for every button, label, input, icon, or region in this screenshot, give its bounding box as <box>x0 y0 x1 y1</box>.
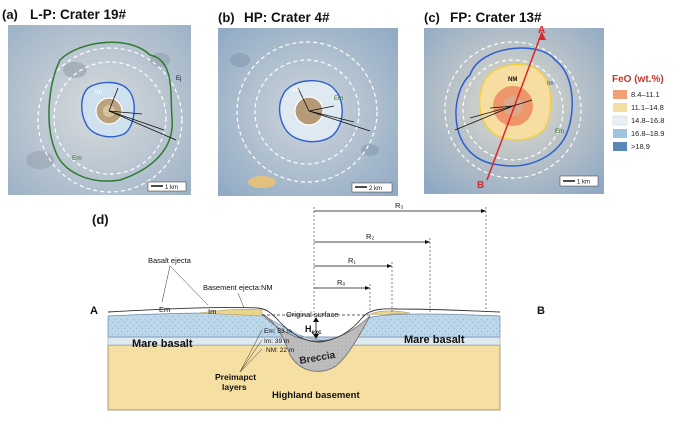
radius-r0: R₀ <box>337 278 346 287</box>
end-label-a: A <box>90 305 98 317</box>
panel-c-scale-label: 1 km <box>577 180 590 186</box>
legend-item-2: 11.1–14.8 <box>613 103 664 112</box>
basement-ejecta-label: Basement ejecta:NM <box>203 283 273 292</box>
panel-c-title: FP: Crater 13# <box>450 10 542 25</box>
panel-a-title: L-P: Crater 19# <box>30 7 127 22</box>
panel-a-ej-contour <box>48 41 173 182</box>
panel-b-unit-im: Im <box>292 87 299 94</box>
panel-a-ring-mid <box>53 61 167 175</box>
legend-item-4: 16.8–18.9 <box>613 129 664 138</box>
mare-basalt-right-label: Mare basalt <box>404 334 465 346</box>
panel-c-im-contour <box>455 47 573 167</box>
panel-c-unit-nm: NM <box>508 77 517 83</box>
panel-a: (a) L-P: Crater 19# Ej Im Em 1 km <box>2 7 191 195</box>
panel-a-letter: (a) <box>2 7 18 22</box>
panel-b: (b) HP: Crater 4# Im Em 2 km <box>218 10 398 196</box>
panel-b-title: HP: Crater 4# <box>244 10 330 25</box>
hexc-label: Hexc <box>305 324 322 336</box>
cross-section: (d) Hexc R₃ <box>90 201 545 411</box>
panel-b-ring-mid <box>254 59 360 165</box>
original-surface-label: Original surface <box>286 310 339 319</box>
svg-text:14.8–16.8: 14.8–16.8 <box>631 116 664 125</box>
end-label-b: B <box>537 305 545 317</box>
legend-item-5: >18.9 <box>613 142 650 151</box>
crater-surface-line <box>107 306 501 343</box>
panel-b-ring-outer <box>236 41 378 183</box>
panel-c-ring-mid <box>462 59 564 161</box>
depth-em-label: Em: 53 m <box>264 328 292 335</box>
panel-b-unit-em: Em <box>334 96 343 102</box>
panel-b-letter: (b) <box>218 10 235 25</box>
highland-basement-label: Highland basement <box>272 390 360 401</box>
panel-c-unit-em: Em <box>555 129 564 135</box>
panel-a-unit-em: Em <box>72 155 82 162</box>
im-label: Im <box>208 307 216 316</box>
panel-c-unit-im: Im <box>547 81 554 87</box>
panel-a-scalebar <box>147 181 187 192</box>
preimpact-label-2: layers <box>222 382 247 392</box>
basalt-ejecta-label: Basalt ejecta <box>148 256 192 265</box>
radius-r3: R₃ <box>395 201 403 210</box>
panel-b-scale-label: 2 km <box>369 186 382 192</box>
panel-a-ring-outer <box>37 47 183 193</box>
panel-d-letter: (d) <box>92 212 109 227</box>
legend-item-3: 14.8–16.8 <box>612 115 664 126</box>
panel-a-unit-ej: Ej <box>176 76 181 82</box>
panel-c: (c) FP: Crater 13# A B NM Im Em 1 km <box>424 10 604 194</box>
depth-nm-label: NM: 22 m <box>266 347 294 354</box>
radius-r2: R₂ <box>366 232 374 241</box>
panel-c-profile-line <box>486 31 543 181</box>
svg-text:8.4–11.1: 8.4–11.1 <box>631 90 660 99</box>
panel-c-end-a: A <box>538 25 545 36</box>
panel-c-letter: (c) <box>424 10 440 25</box>
svg-text:>18.9: >18.9 <box>631 142 650 151</box>
preimpact-label-1: Preimapct <box>215 372 256 382</box>
em-label: Em <box>159 305 170 314</box>
panel-b-scalebar <box>351 182 393 193</box>
mare-basalt-left-label: Mare basalt <box>132 338 193 350</box>
svg-text:11.1–14.8: 11.1–14.8 <box>631 103 664 112</box>
radius-r1: R₁ <box>348 256 356 265</box>
svg-text:16.8–18.9: 16.8–18.9 <box>631 129 664 138</box>
panel-c-end-b: B <box>477 180 484 191</box>
depth-im-label: Im: 39 m <box>264 338 289 345</box>
legend-title: FeO (wt.%) <box>612 74 664 85</box>
legend-item-1: 8.4–11.1 <box>613 90 660 99</box>
panel-c-ring-outer <box>444 41 582 179</box>
panel-c-scalebar <box>559 175 599 187</box>
panel-a-scale-label: 1 km <box>165 185 178 191</box>
panel-a-unit-im: Im <box>95 89 102 96</box>
feo-legend: FeO (wt.%) 8.4–11.1 11.1–14.8 14.8–16.8 … <box>612 74 664 151</box>
radius-markers: R₃ R₂ R₁ R₀ <box>313 201 487 312</box>
